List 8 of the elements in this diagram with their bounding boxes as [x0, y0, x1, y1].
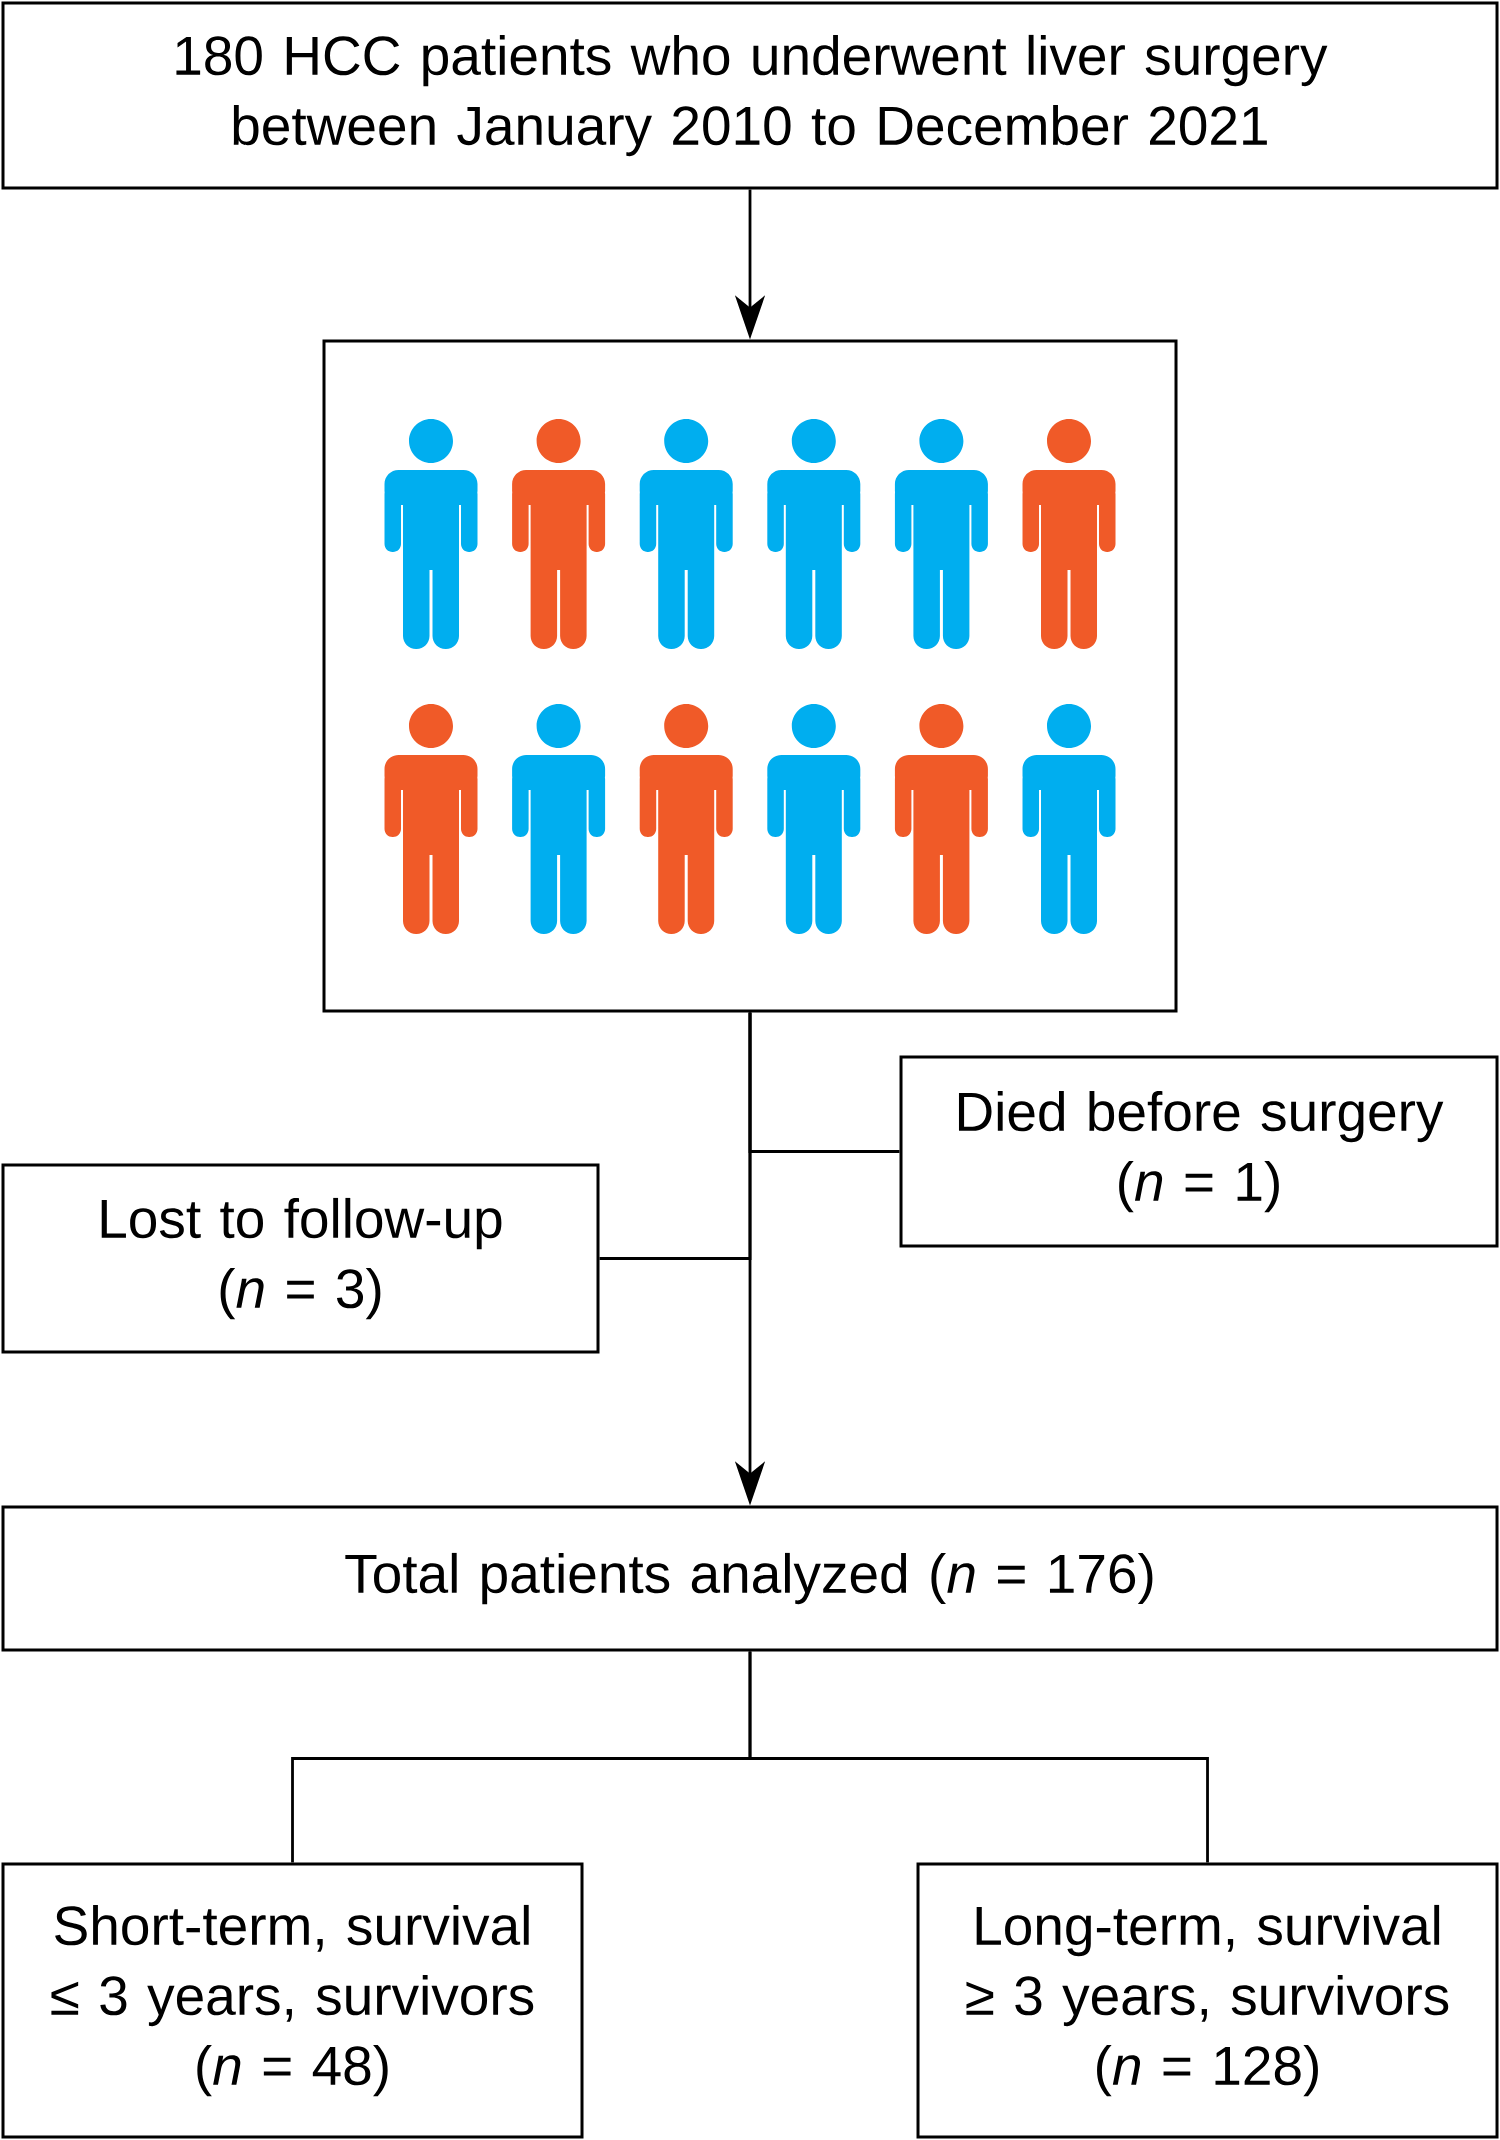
process-box: Total patients analyzed (n = 176) — [1, 1505, 1499, 1652]
process-box: Long-term, survival ≥ 3 years, survivors (n = 128) — [916, 1862, 1499, 2139]
process-box: Lost to follow-up (n = 3) — [1, 1163, 600, 1354]
process-box: Short-term, survival ≤ 3 years, survivors (n = 48) — [1, 1862, 584, 2139]
process-box: Died before surgery (n = 1) — [899, 1055, 1499, 1248]
process-box: 180 HCC patients who underwent liver surgery between January 2010 to December 2021 — [1, 1, 1499, 190]
connector-line — [748, 1651, 1209, 1863]
picture-box — [322, 339, 1178, 1013]
